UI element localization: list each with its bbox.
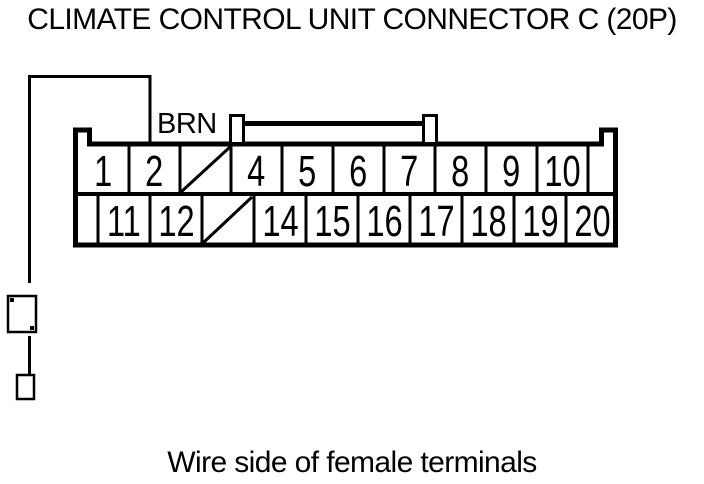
pin-cell-20: 20 — [566, 196, 618, 246]
pin-cell-14: 14 — [254, 196, 306, 246]
pin-cell-18: 18 — [462, 196, 514, 246]
caption-wire-side: Wire side of female terminals — [167, 446, 537, 479]
pin-cell-7: 7 — [384, 146, 435, 196]
pin-cell-12: 12 — [150, 196, 202, 246]
pin-number: 18 — [469, 197, 507, 246]
pin-number: 19 — [521, 197, 559, 246]
pin-cell-13-blocked — [202, 196, 254, 243]
pin-cell-17: 17 — [410, 196, 462, 246]
pin-cell-9: 9 — [486, 146, 537, 196]
page-title: CLIMATE CONTROL UNIT CONNECTOR C (20P) — [27, 3, 677, 36]
bottom-row-dividers — [96, 194, 568, 244]
pin-number: 14 — [261, 197, 299, 246]
pin-number: 7 — [400, 146, 419, 196]
pin-number: 12 — [157, 197, 195, 246]
top-row-dividers — [127, 144, 590, 194]
pin-number: 20 — [573, 197, 611, 246]
pin-cell-6: 6 — [333, 146, 384, 196]
pin-number: 6 — [349, 146, 368, 196]
pin-number: 9 — [502, 146, 521, 196]
pin-number: 1 — [94, 146, 113, 196]
latch-right-tab — [422, 114, 438, 145]
pin-number: 4 — [247, 146, 266, 196]
pin-cell-11: 11 — [98, 196, 150, 246]
pin-cell-10: 10 — [537, 146, 588, 196]
pin-number: 17 — [417, 197, 455, 246]
pin-cell-5: 5 — [282, 146, 333, 196]
pin-cell-16: 16 — [358, 196, 410, 246]
pin-number: 8 — [451, 146, 470, 196]
pin-cell-15: 15 — [306, 196, 358, 246]
latch-left-tab — [229, 114, 245, 145]
pin-cell-1: 1 — [78, 146, 129, 196]
pin-cell-4: 4 — [231, 146, 282, 196]
pin-number: 5 — [298, 146, 317, 196]
pin-number: 11 — [107, 197, 141, 246]
wire-brn — [28, 75, 152, 283]
slash-missing-pin-13 — [201, 195, 254, 245]
pin-cell-8: 8 — [435, 146, 486, 196]
connector-shell — [73, 127, 618, 248]
pin-number: 2 — [145, 146, 164, 196]
wire-color-label: BRN — [157, 108, 217, 140]
connector-latch — [229, 114, 438, 145]
slash-missing-pin-3 — [179, 145, 232, 194]
pin-number: 16 — [365, 197, 403, 246]
pin-number: 10 — [544, 146, 581, 196]
pin-number: 15 — [313, 197, 351, 246]
pin-cell-19: 19 — [514, 196, 566, 246]
inline-connector-symbol — [6, 294, 38, 334]
pin-cell-2: 2 — [129, 146, 180, 196]
pin-cell-3-blocked — [180, 146, 231, 192]
terminal-end-symbol — [15, 373, 36, 401]
